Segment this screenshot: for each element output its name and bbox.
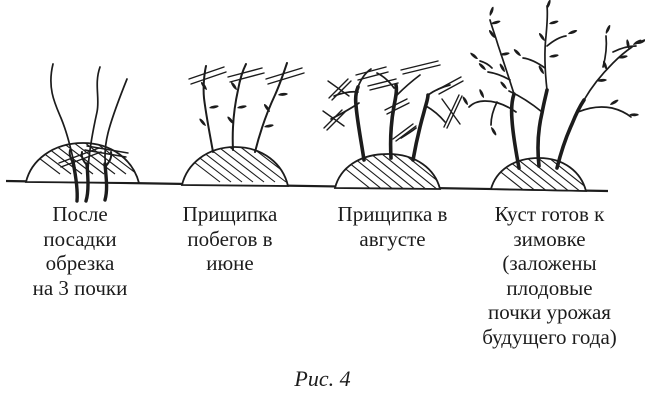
- budded-branches: [468, 5, 637, 126]
- illustration-canvas: [5, 0, 645, 203]
- thin-shoots: [50, 63, 128, 171]
- main-stems: [509, 88, 586, 170]
- leafy-shoots: [202, 62, 288, 153]
- bush-stage-2: [180, 62, 305, 187]
- bush-stage-3: [322, 60, 464, 190]
- bush-stage-1: [24, 63, 141, 203]
- pruning-cut-marks: [58, 145, 129, 168]
- stage-caption-2: Прищипка побегов в июне: [182, 202, 278, 275]
- figure-label: Рис. 4: [294, 366, 351, 391]
- bush-stage-4: [460, 0, 645, 192]
- fruit-buds: [460, 0, 645, 136]
- pinch-marks: [188, 66, 305, 85]
- pinch-marks: [322, 60, 464, 142]
- stage-caption-1: После посадки обрезка на 3 почки: [32, 202, 128, 300]
- stage-caption-4: Куст готов к зимовке (заложены плодовые …: [482, 202, 617, 349]
- stage-caption-3: Прищипка в августе: [337, 202, 448, 251]
- main-stems: [353, 83, 430, 162]
- soil-mound: [333, 153, 442, 190]
- leaves: [197, 81, 288, 131]
